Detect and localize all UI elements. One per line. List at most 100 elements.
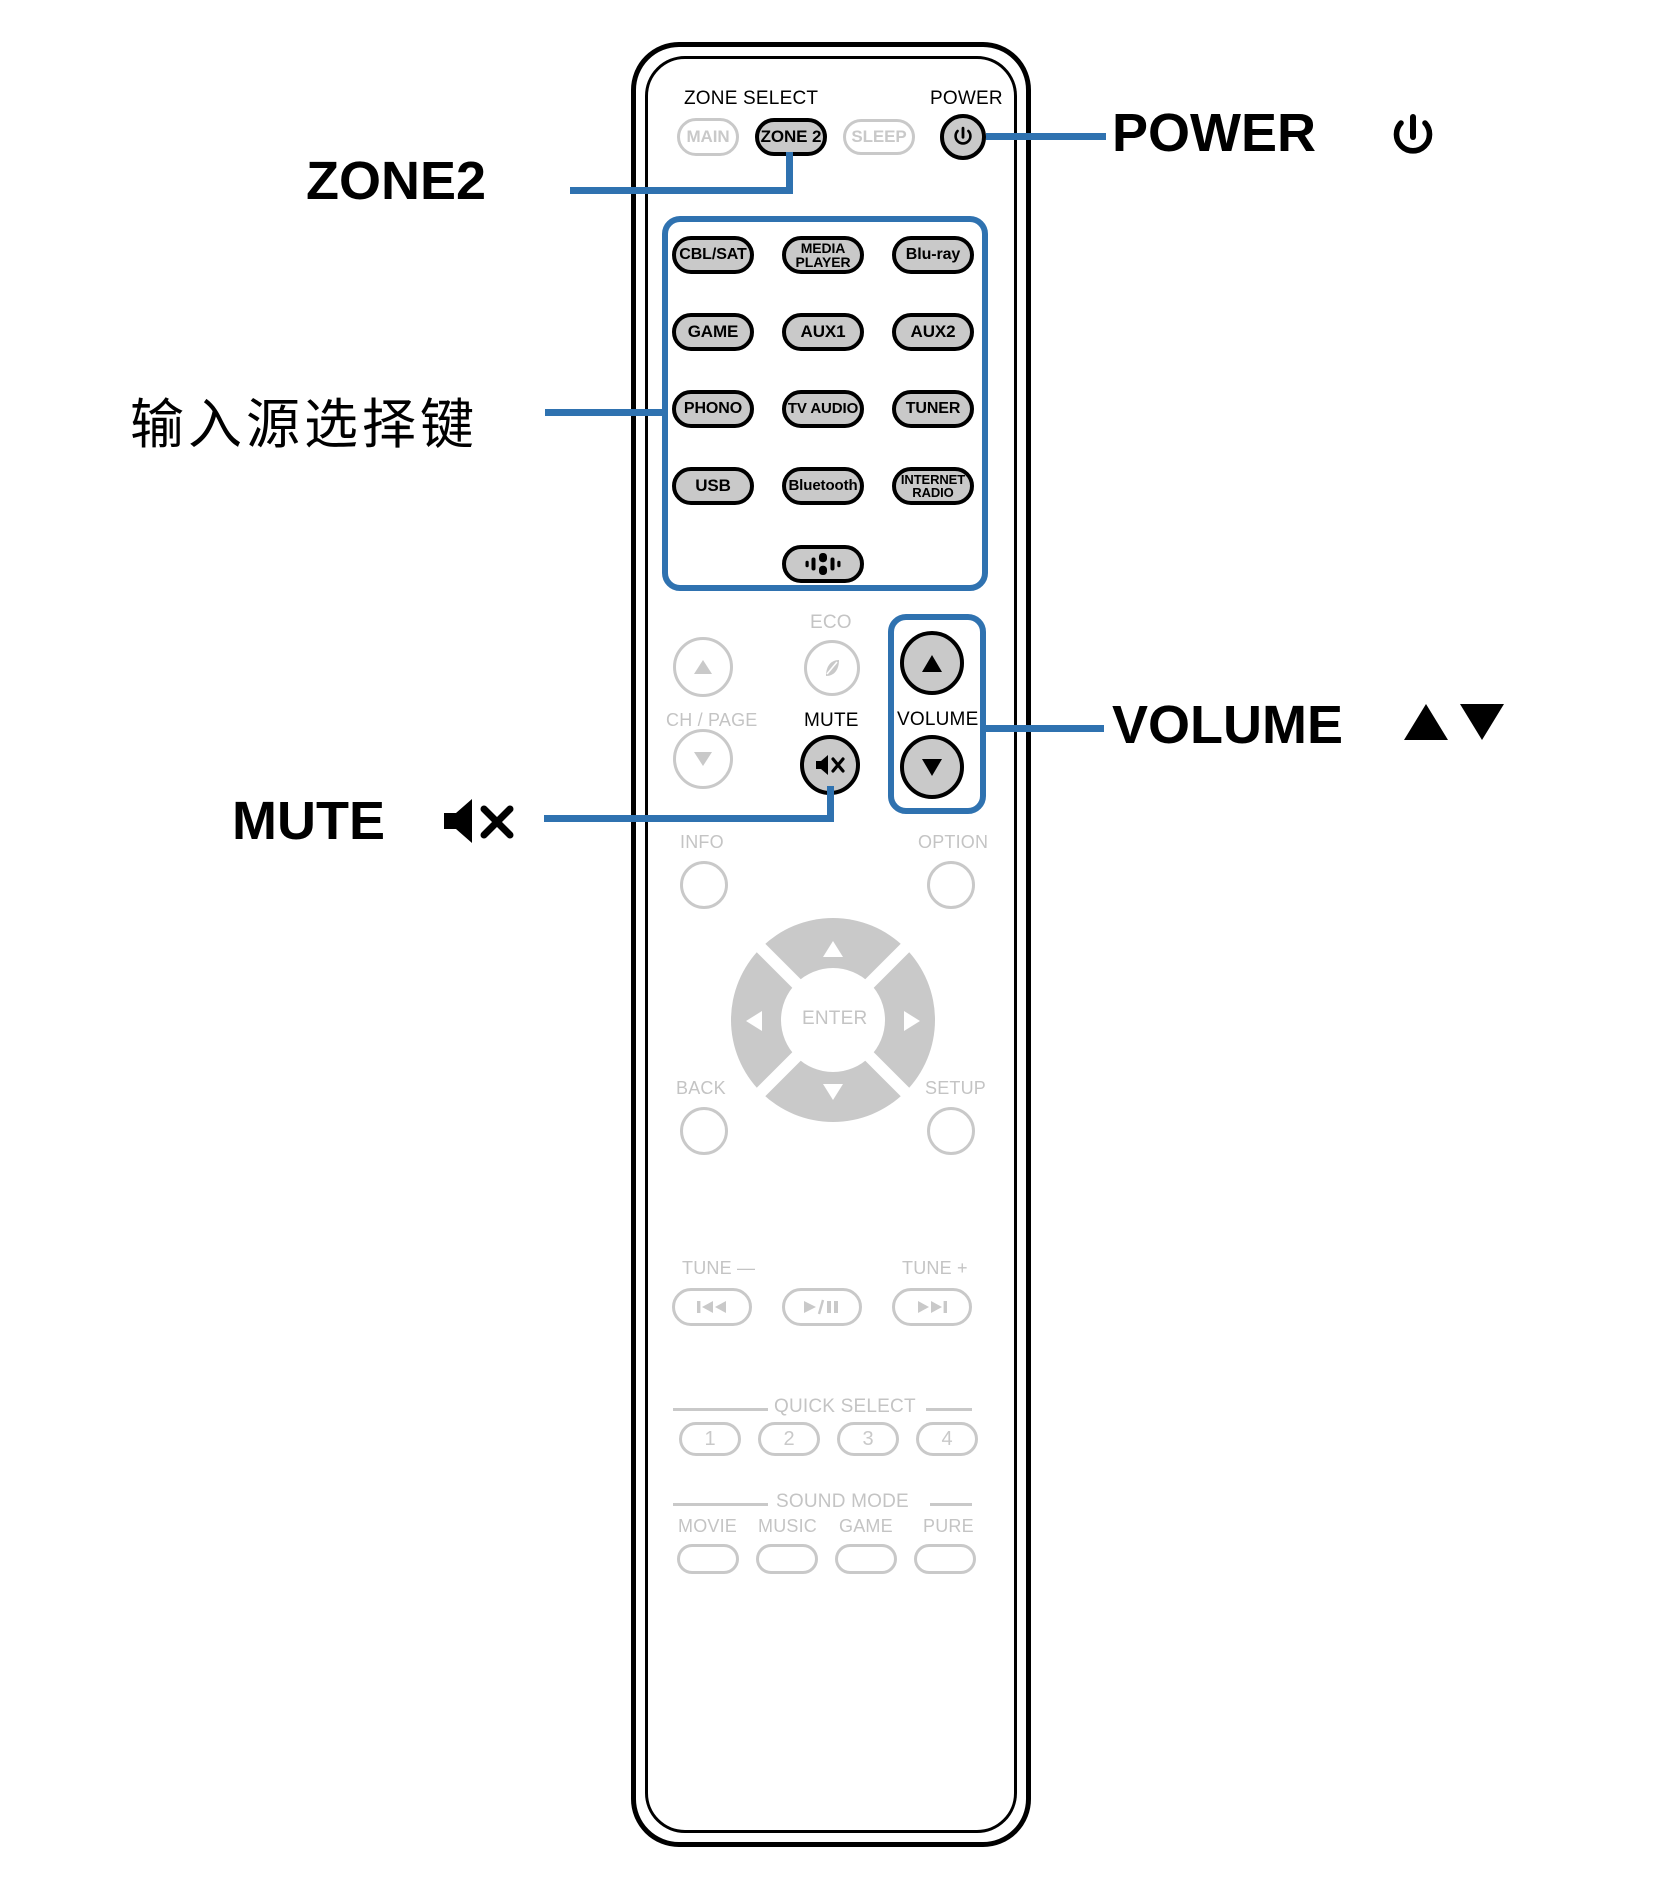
zone-button-main-label: MAIN	[686, 127, 730, 147]
ch-page-up-button[interactable]	[673, 637, 733, 697]
input-button-tuner[interactable]: TUNER	[892, 390, 974, 428]
setup-button[interactable]	[927, 1107, 975, 1155]
quick-select-button-1-label: 1	[704, 1427, 716, 1450]
quick-select-group-label: QUICK SELECT	[774, 1396, 916, 1417]
input-button-aux1[interactable]: AUX1	[782, 313, 864, 351]
power-button[interactable]	[940, 114, 986, 160]
back-button[interactable]	[680, 1107, 728, 1155]
callout-power-icon	[1390, 112, 1436, 164]
input-button-aux2[interactable]: AUX2	[892, 313, 974, 351]
cursor-right-button[interactable]	[897, 1006, 927, 1036]
callout-label-input-source: 输入源选择键	[130, 393, 478, 456]
sound-mode-group-label: SOUND MODE	[776, 1491, 909, 1512]
zone-button-sleep[interactable]: SLEEP	[843, 119, 915, 155]
option-button[interactable]	[927, 861, 975, 909]
setup-label: SETUP	[925, 1078, 987, 1098]
quick-select-button-4[interactable]: 4	[916, 1422, 978, 1456]
cursor-up-button[interactable]	[815, 935, 851, 963]
cursor-left-button[interactable]	[739, 1006, 769, 1036]
callout-leader-mute-vertical	[827, 786, 834, 822]
sound-mode-button-music[interactable]	[756, 1544, 818, 1574]
volume-up-button[interactable]	[900, 631, 964, 695]
info-label: INFO	[680, 832, 724, 852]
leaf-icon	[818, 654, 846, 682]
callout-label-power: POWER	[1112, 103, 1317, 163]
eco-button[interactable]	[804, 640, 860, 696]
callout-label-mute: MUTE	[232, 791, 385, 851]
input-button-blu-ray-label: Blu-ray	[905, 245, 961, 263]
callout-leader-zone2-horizontal	[570, 187, 790, 194]
input-button-usb-label: USB	[695, 476, 731, 496]
callout-mute-icon	[440, 795, 518, 847]
sound-mode-label-pure: PURE	[923, 1516, 974, 1536]
callout-leader-zone2-vertical	[786, 152, 793, 194]
quick-select-button-2[interactable]: 2	[758, 1422, 820, 1456]
sound-mode-button-game[interactable]	[835, 1544, 897, 1574]
cursor-down-button[interactable]	[815, 1078, 851, 1106]
zone-button-zone2[interactable]: ZONE 2	[755, 118, 827, 156]
input-button-heos[interactable]	[782, 545, 864, 583]
input-button-tv-audio[interactable]: TV AUDIO	[782, 390, 864, 428]
left-triangle-icon	[743, 1008, 765, 1034]
enter-button[interactable]: ENTER	[802, 1008, 868, 1029]
skip-forward-icon	[914, 1298, 950, 1316]
quick-select-button-3[interactable]: 3	[837, 1422, 899, 1456]
down-triangle-icon	[692, 749, 714, 769]
back-label: BACK	[676, 1078, 726, 1098]
zone-button-sleep-label: SLEEP	[851, 127, 907, 147]
callout-leader-power	[986, 133, 1106, 140]
mute-speaker-icon	[813, 752, 847, 778]
quick-select-button-1[interactable]: 1	[679, 1422, 741, 1456]
right-triangle-icon	[901, 1008, 923, 1034]
tune-plus-label: TUNE +	[902, 1258, 968, 1278]
info-button[interactable]	[680, 861, 728, 909]
quick-select-button-4-label: 4	[941, 1427, 953, 1450]
callout-label-volume: VOLUME	[1112, 695, 1344, 755]
cursor-dpad[interactable]	[723, 910, 943, 1130]
sound-mode-button-movie[interactable]	[677, 1544, 739, 1574]
power-icon	[951, 125, 975, 149]
ch-page-down-button[interactable]	[673, 729, 733, 789]
input-button-usb[interactable]: USB	[672, 467, 754, 505]
input-button-aux2-label: AUX2	[910, 322, 956, 342]
previous-button[interactable]	[672, 1288, 752, 1326]
up-triangle-icon	[820, 938, 846, 960]
sound-mode-label-movie: MOVIE	[678, 1516, 738, 1536]
play-pause-icon	[800, 1298, 844, 1316]
callout-box-volume	[888, 614, 986, 814]
callout-leader-mute-horizontal	[544, 815, 832, 822]
quick-select-button-2-label: 2	[783, 1427, 795, 1450]
sound-mode-label-game: GAME	[839, 1516, 893, 1536]
next-button[interactable]	[892, 1288, 972, 1326]
input-button-phono[interactable]: PHONO	[672, 390, 754, 428]
eco-label: ECO	[810, 612, 852, 633]
input-button-game[interactable]: GAME	[672, 313, 754, 351]
callout-box-input-source	[662, 216, 988, 591]
down-triangle-icon	[919, 756, 945, 779]
tune-minus-label: TUNE —	[682, 1258, 756, 1278]
input-button-bluetooth-label: Bluetooth	[788, 477, 858, 495]
callout-volume-arrows-icon	[1402, 700, 1508, 746]
sound-mode-button-pure[interactable]	[914, 1544, 976, 1574]
callout-leader-input-source	[545, 409, 667, 416]
sound-mode-rule-right	[930, 1503, 972, 1506]
input-button-tv-audio-label: TV AUDIO	[787, 400, 859, 418]
callout-leader-volume	[984, 725, 1104, 732]
ch-page-label: CH / PAGE	[666, 710, 758, 730]
zone-select-group-label: ZONE SELECT	[684, 88, 819, 109]
input-button-blu-ray[interactable]: Blu-ray	[892, 236, 974, 274]
zone-button-main[interactable]: MAIN	[677, 118, 739, 156]
quick-select-rule-right	[926, 1408, 972, 1411]
play-pause-button[interactable]	[782, 1288, 862, 1326]
input-button-game-label: GAME	[687, 322, 739, 342]
input-button-bluetooth[interactable]: Bluetooth	[782, 467, 864, 505]
heos-logo-icon	[795, 551, 851, 577]
sound-mode-rule-left	[673, 1503, 768, 1506]
input-button-cbl-sat[interactable]: CBL/SAT	[672, 236, 754, 274]
volume-down-button[interactable]	[900, 735, 964, 799]
up-triangle-icon	[692, 657, 714, 677]
